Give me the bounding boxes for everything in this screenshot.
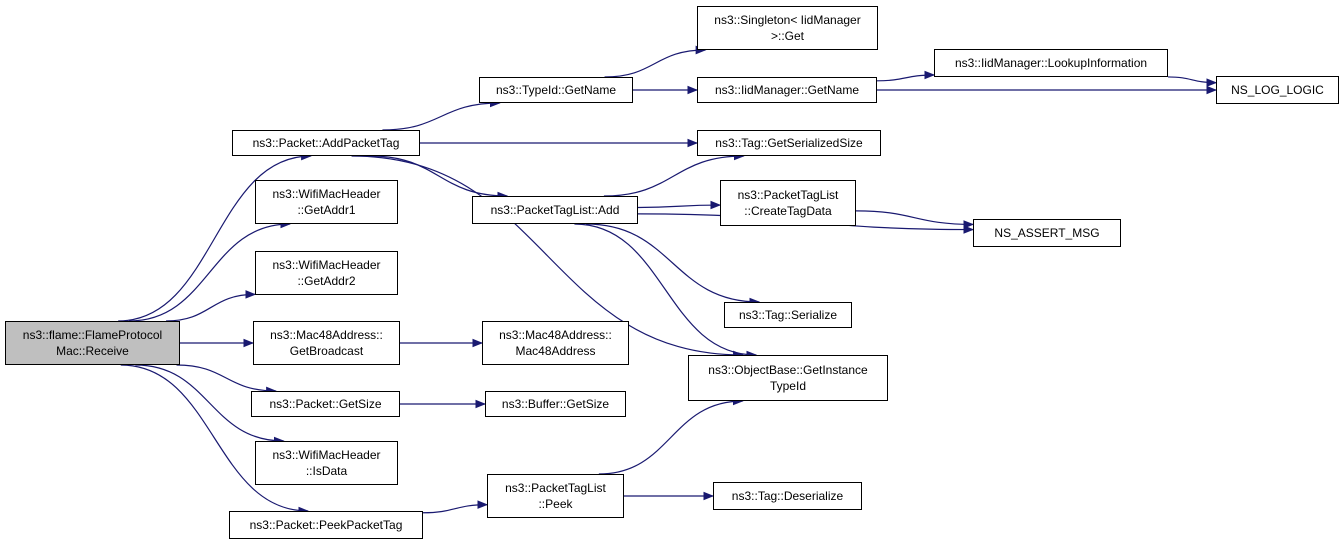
node-ns-assert-msg[interactable]: NS_ASSERT_MSG: [973, 219, 1121, 247]
node-singleton-iidmanager-get[interactable]: ns3::Singleton< IidManager >::Get: [697, 6, 878, 50]
edge-root-to-addr1: [129, 219, 292, 322]
edge-lookup-to-logic: [1167, 76, 1218, 87]
node-tag-getserializedsize[interactable]: ns3::Tag::GetSerializedSize: [697, 130, 881, 156]
edge-typeName-to-singleton: [604, 45, 707, 78]
node-tag-deserialize[interactable]: ns3::Tag::Deserialize: [713, 482, 862, 510]
edge-ptlAdd-to-tagSer: [603, 151, 745, 197]
edge-root-to-addPT: [118, 151, 312, 322]
edge-root-to-isdata: [135, 364, 285, 446]
node-iidmanager-getname[interactable]: ns3::IidManager::GetName: [697, 77, 877, 103]
node-packettaglist-peek[interactable]: ns3::PacketTagList ::Peek: [487, 474, 624, 518]
edge-iidName-to-lookup: [876, 70, 936, 82]
edge-ptlAdd-to-tagSerialize: [586, 223, 761, 307]
edge-addPT-to-typeName: [382, 98, 501, 131]
node-packettaglist-add[interactable]: ns3::PacketTagList::Add: [472, 196, 638, 224]
edge-peekPT-to-ptlPeek: [422, 500, 489, 514]
node-buffer-getsize[interactable]: ns3::Buffer::GetSize: [485, 391, 626, 417]
node-mac48address-getbroadcast[interactable]: ns3::Mac48Address:: GetBroadcast: [253, 321, 400, 365]
edge-addPT-to-objInst: [351, 155, 744, 360]
edge-root-to-peekPT: [120, 364, 310, 516]
node-wifimacheader-isdata[interactable]: ns3::WifiMacHeader ::IsData: [255, 441, 398, 485]
node-typeid-getname[interactable]: ns3::TypeId::GetName: [479, 77, 633, 103]
node-iidmanager-lookupinformation[interactable]: ns3::IidManager::LookupInformation: [934, 49, 1168, 77]
node-packet-getsize[interactable]: ns3::Packet::GetSize: [251, 391, 400, 417]
node-tag-serialize[interactable]: ns3::Tag::Serialize: [724, 302, 852, 328]
edge-root-to-psize: [176, 364, 277, 396]
node-packet-add-packet-tag[interactable]: ns3::Packet::AddPacketTag: [232, 130, 420, 156]
edge-addPT-to-ptlAdd: [370, 155, 509, 201]
node-wifimacheader-getaddr1[interactable]: ns3::WifiMacHeader ::GetAddr1: [255, 180, 398, 224]
edge-ptlPeek-to-objInst: [598, 396, 744, 475]
node-ns-log-logic[interactable]: NS_LOG_LOGIC: [1216, 76, 1339, 104]
node-packettaglist-createtagdata[interactable]: ns3::PacketTagList ::CreateTagData: [720, 180, 856, 226]
edge-ptlCreate-to-assert: [855, 210, 975, 229]
node-packet-peek-packet-tag[interactable]: ns3::Packet::PeekPacketTag: [229, 511, 423, 539]
edge-root-to-addr2: [166, 290, 257, 322]
node-wifimacheader-getaddr2[interactable]: ns3::WifiMacHeader ::GetAddr2: [255, 251, 398, 295]
edge-ptlAdd-to-objInst: [574, 223, 758, 360]
node-objectbase-getinstancetypeid[interactable]: ns3::ObjectBase::GetInstance TypeId: [688, 355, 888, 401]
node-mac48address-constructor[interactable]: ns3::Mac48Address:: Mac48Address: [482, 321, 629, 365]
node-flame-protocol-mac-receive: ns3::flame::FlameProtocol Mac::Receive: [5, 321, 180, 365]
edge-ptlAdd-to-ptlCreate: [637, 200, 722, 210]
